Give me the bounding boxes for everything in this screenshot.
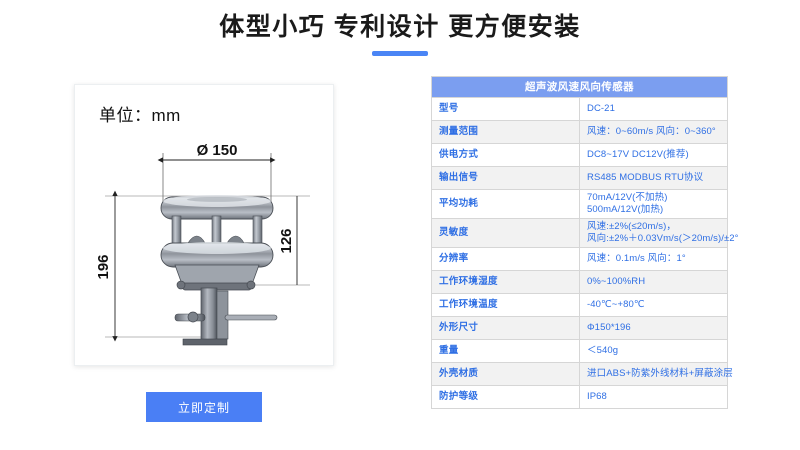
spec-value: RS485 MODBUS RTU协议: [579, 166, 728, 190]
spec-table-row: 输出信号 RS485 MODBUS RTU协议: [431, 166, 728, 190]
spec-value: 风速：0.1m/s 风向：1°: [579, 247, 728, 271]
sensor-top-disc: [160, 195, 274, 220]
page-header: 体型小巧 专利设计 更方便安装: [0, 10, 800, 56]
spec-table-title-row: 超声波风速风向传感器: [431, 76, 728, 98]
spec-value: 风速:±2%(≤20m/s)，风向:±2%＋0.03Vm/s(＞20m/s)/±…: [579, 218, 739, 248]
spec-label: 输出信号: [431, 166, 580, 190]
spec-value-line: 500mA/12V(加热): [587, 204, 664, 215]
spec-label: 分辨率: [431, 247, 580, 271]
sensor-bottom-disc: [160, 242, 274, 268]
spec-value: ＜540g: [579, 339, 728, 363]
spec-value-line: DC-21: [587, 103, 615, 114]
spec-table-title: 超声波风速风向传感器: [431, 76, 728, 98]
spec-value-line: 风向:±2%＋0.03Vm/s(＞20m/s)/±2°: [587, 233, 739, 244]
spec-table-row: 工作环境湿度 0%~100%RH: [431, 270, 728, 294]
dimension-diameter-label: Ø 150: [197, 142, 238, 159]
spec-label: 工作环境温度: [431, 293, 580, 317]
dimension-total-height-label: 196: [95, 254, 112, 279]
spec-value: IP68: [579, 385, 728, 409]
spec-label: 灵敏度: [431, 218, 580, 248]
spec-value: 进口ABS+防紫外线材料+屏蔽涂层: [579, 362, 733, 386]
spec-table-row: 灵敏度风速:±2%(≤20m/s)，风向:±2%＋0.03Vm/s(＞20m/s…: [431, 218, 739, 248]
spec-value-line: 风速:±2%(≤20m/s)，: [587, 221, 676, 232]
spec-value: 0%~100%RH: [579, 270, 728, 294]
spec-value-line: 进口ABS+防紫外线材料+屏蔽涂层: [587, 368, 733, 379]
spec-label: 防护等级: [431, 385, 580, 409]
spec-value-line: 风速：0.1m/s 风向：1°: [587, 253, 686, 264]
technical-drawing-panel: 单位：mm: [74, 84, 334, 366]
sensor-mounting-bracket: [174, 280, 278, 346]
spec-table-row: 防护等级 IP68: [431, 385, 728, 409]
spec-value: DC8~17V DC12V(推荐): [579, 143, 728, 167]
spec-value-line: -40℃~+80℃: [587, 299, 645, 310]
spec-label: 工作环境湿度: [431, 270, 580, 294]
spec-value-line: 0%~100%RH: [587, 276, 646, 287]
spec-table-head: 超声波风速风向传感器: [431, 76, 728, 98]
spec-table-row: 外形尺寸 Φ150*196: [431, 316, 728, 340]
spec-label: 供电方式: [431, 143, 580, 167]
spec-value-line: 风速：0~60m/s 风向：0~360°: [587, 126, 716, 137]
spec-value-line: ＜540g: [587, 345, 619, 356]
spec-table-row: 供电方式 DC8~17V DC12V(推荐): [431, 143, 728, 167]
spec-value-line: RS485 MODBUS RTU协议: [587, 172, 704, 183]
spec-table-row: 型号 DC-21: [431, 97, 728, 121]
customize-now-button[interactable]: 立即定制: [146, 392, 262, 422]
spec-value-line: IP68: [587, 391, 607, 402]
spec-table-row: 测量范围风速：0~60m/s 风向：0~360°: [431, 120, 728, 144]
spec-value-line: 70mA/12V(不加热): [587, 192, 668, 203]
specification-table: 超声波风速风向传感器 型号 DC-21 测量范围风速：0~60m/s 风向：0~36…: [431, 76, 739, 409]
page-title: 体型小巧 专利设计 更方便安装: [219, 13, 581, 41]
spec-table-row: 工作环境温度 -40℃~+80℃: [431, 293, 728, 317]
spec-value: 风速：0~60m/s 风向：0~360°: [579, 120, 728, 144]
spec-label: 型号: [431, 97, 580, 121]
spec-table-row: 外壳材质进口ABS+防紫外线材料+屏蔽涂层: [431, 362, 733, 386]
title-underline-accent: [372, 51, 428, 56]
unit-label: 单位：mm: [99, 106, 181, 125]
sensor-dimension-drawing: Ø 150 196 126: [95, 142, 310, 346]
spec-label: 外壳材质: [431, 362, 580, 386]
sensor-lower-body: [174, 264, 260, 291]
spec-value: DC-21: [579, 97, 728, 121]
spec-table-row: 分辨率风速：0.1m/s 风向：1°: [431, 247, 728, 271]
spec-value-line: Φ150*196: [587, 322, 631, 333]
spec-value: 70mA/12V(不加热)500mA/12V(加热): [579, 189, 728, 219]
spec-value: Φ150*196: [579, 316, 728, 340]
dimension-body-height-label: 126: [278, 228, 295, 253]
spec-value: -40℃~+80℃: [579, 293, 728, 317]
spec-value-line: DC8~17V DC12V(推荐): [587, 149, 689, 160]
spec-table-row: 重量 ＜540g: [431, 339, 728, 363]
spec-label: 重量: [431, 339, 580, 363]
spec-label: 外形尺寸: [431, 316, 580, 340]
spec-label: 测量范围: [431, 120, 580, 144]
spec-label: 平均功耗: [431, 189, 580, 219]
